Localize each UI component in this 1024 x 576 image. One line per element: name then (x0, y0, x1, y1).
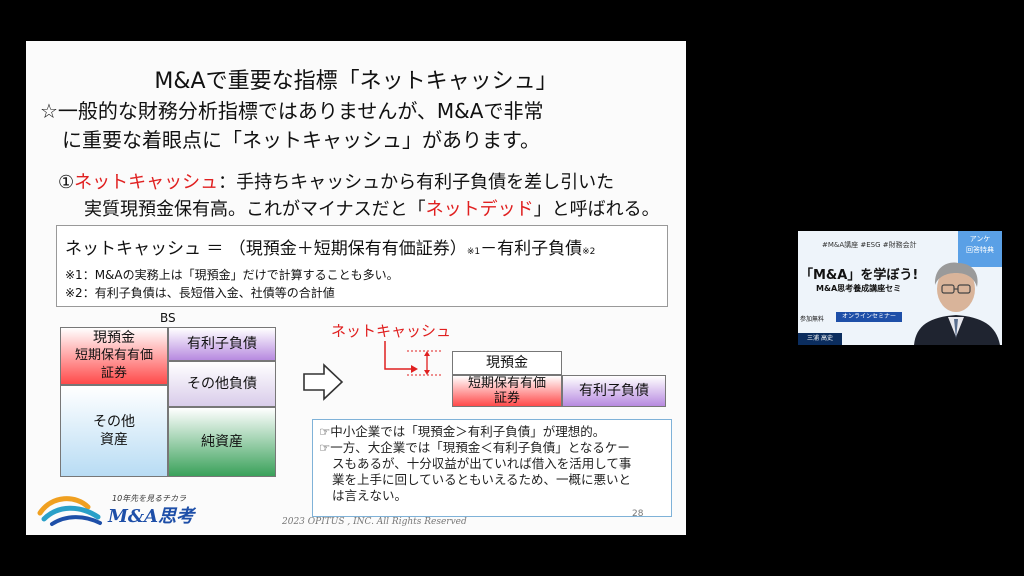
nc-securities-box: 短期保有有価 証券 (452, 375, 562, 407)
intro-text: ☆一般的な財務分析指標ではありませんが、M&Aで非常 に重要な着眼点に「ネットキ… (40, 97, 680, 155)
formula-sup-1: ※1 (466, 247, 481, 257)
bs-other-assets-label-1: その他 (93, 414, 135, 430)
definition-term: ネットキャッシュ (74, 172, 219, 193)
intro-line-2: に重要な着眼点に「ネットキャッシュ」があります。 (62, 128, 540, 152)
bs-cash-box: 現預金 短期保有有価 証券 (60, 327, 168, 385)
bs-equity-label: 純資産 (201, 434, 243, 450)
presenter-video: #M&A講座 #ESG #財務会計 アンケ 回答特典 「M&A」を学ぼう! M&… (798, 231, 1002, 345)
bs-securities-label-1: 短期保有有価 (74, 348, 153, 363)
bs-equity-box: 純資産 (168, 407, 276, 477)
copyright-footer: 2023 OPITUS , INC. All Rights Reserved (282, 517, 467, 527)
intro-line-1: ☆一般的な財務分析指標ではありませんが、M&Aで非常 (40, 99, 544, 123)
definition-line-1: ：手持ちキャッシュから有利子負債を差し引いた (218, 172, 615, 193)
note-line-4: 業を上手に回しているともいえるため、一概に悪いと (332, 472, 632, 487)
notes-box: ☞中小企業では「現預金＞有利子負債」が理想的。 ☞一方、大企業では「現預金＜有利… (312, 419, 672, 517)
logo-name: M&A思考 (108, 506, 195, 527)
note-line-2: ☞一方、大企業では「現預金＜有利子負債」となるケー (319, 440, 630, 455)
nc-cash-label: 現預金 (486, 355, 528, 371)
bs-other-assets-box: その他 資産 (60, 385, 168, 477)
nc-debt-box: 有利子負債 (562, 375, 666, 407)
webcam-name-tag: 三浦 高史 (798, 333, 842, 345)
nc-securities-label-2: 証券 (493, 391, 520, 406)
bs-interest-debt-box: 有利子負債 (168, 327, 276, 361)
formula-note-1: ※1：M&Aの実務上は「現預金」だけで計算することも多い。 (65, 268, 399, 282)
webcam-corner-line-1: アンケ (969, 235, 991, 243)
webcam-corner-line-2: 回答特典 (966, 246, 994, 254)
logo-tagline: 10年先を見るチカラ (112, 494, 187, 503)
bs-cash-label: 現預金 (93, 330, 135, 346)
note-line-3: スもあるが、十分収益が出ていれば借入を活用して事 (332, 456, 632, 471)
formula-mid: －有利子負債 (480, 239, 583, 259)
bs-label: BS (160, 311, 176, 325)
presentation-slide: M&Aで重要な指標「ネットキャッシュ」 ☆一般的な財務分析指標ではありませんが、… (26, 41, 686, 535)
nc-securities-label-1: 短期保有有価 (467, 376, 546, 391)
bs-interest-debt-label: 有利子負債 (187, 336, 257, 352)
definition-line-2a: 実質現預金保有高。これがマイナスだと「 (84, 199, 426, 220)
bs-other-liabilities-label: その他負債 (187, 376, 257, 392)
webcam-corner-badge: アンケ 回答特典 (958, 231, 1002, 267)
page-number: 28 (632, 509, 644, 519)
webcam-free-label: 参加無料 (800, 316, 825, 323)
webcam-heading: 「M&A」を学ぼう! (800, 268, 919, 283)
net-cash-label: ネットキャッシュ (331, 322, 452, 340)
right-arrow-icon (303, 363, 344, 401)
formula-line: ネットキャッシュ ＝ （現預金＋短期保有有価証券）※1－有利子負債※2 (65, 234, 595, 259)
presenter-avatar (914, 262, 1000, 345)
nc-cash-box: 現預金 (452, 351, 562, 375)
definition-number: ① (58, 172, 75, 193)
net-cash-bracket-icon (384, 341, 441, 376)
nc-debt-label: 有利子負債 (579, 383, 649, 399)
note-line-5: は言えない。 (332, 488, 408, 503)
note-line-1: ☞中小企業では「現預金＞有利子負債」が理想的。 (319, 424, 606, 439)
formula-note-2: ※2：有利子負債は、長短借入金、社債等の合計値 (65, 286, 335, 300)
formula-lhs: ネットキャッシュ ＝ （現預金＋短期保有有価証券） (65, 239, 467, 259)
definition-text: ①ネットキャッシュ：手持ちキャッシュから有利子負債を差し引いた 実質現預金保有高… (58, 169, 684, 223)
brand-logo-icon (37, 496, 102, 526)
bs-securities-label-2: 証券 (100, 366, 127, 381)
slide-title: M&Aで重要な指標「ネットキャッシュ」 (154, 69, 558, 94)
webcam-seminar-bar: オンラインセミナー (836, 312, 902, 322)
bs-other-liabilities-box: その他負債 (168, 361, 276, 407)
webcam-subheading: M&A思考養成講座セミ (816, 284, 902, 293)
bs-other-assets-label-2: 資産 (100, 432, 128, 448)
definition-line-2b: 」と呼ばれる。 (533, 199, 660, 220)
formula-sup-2: ※2 (582, 247, 596, 257)
formula-box: ネットキャッシュ ＝ （現預金＋短期保有有価証券）※1－有利子負債※2 ※1：M… (56, 225, 668, 307)
webcam-tags: #M&A講座 #ESG #財務会計 (822, 241, 917, 249)
definition-term-2: ネットデッド (425, 199, 534, 220)
